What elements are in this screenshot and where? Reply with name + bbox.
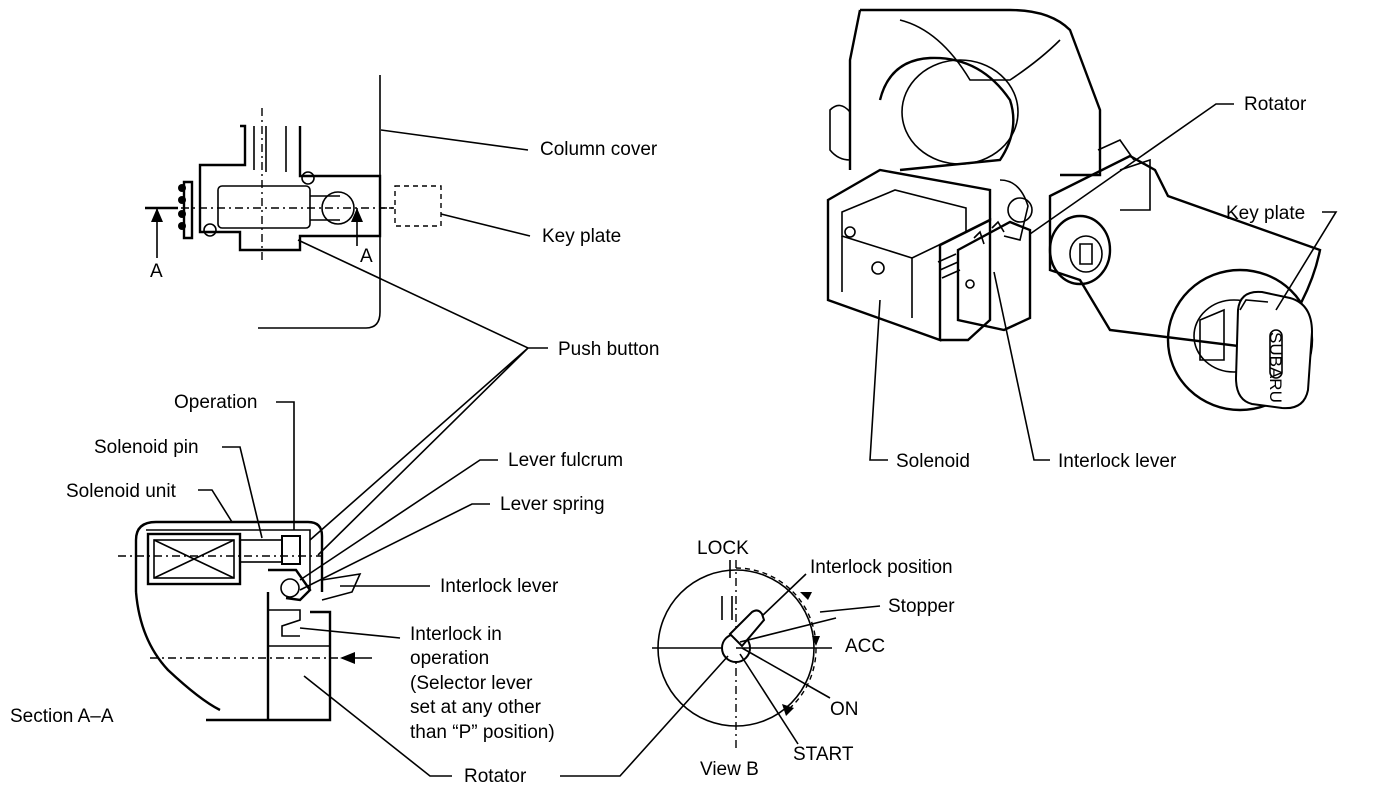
leader-rotator-iso <box>1029 103 1234 235</box>
label-stopper: Stopper <box>888 596 955 617</box>
label-interlock-lever-section: Interlock lever <box>440 576 559 597</box>
leader-lever-spring <box>299 503 490 591</box>
key-brand-text: SUBARU <box>1266 332 1285 403</box>
leader-interlock-position <box>761 573 807 617</box>
leader-key-plate <box>440 213 531 237</box>
label-solenoid-unit: Solenoid unit <box>66 481 177 502</box>
leader-solenoid-pin <box>222 446 263 539</box>
leader-push-button <box>297 239 548 556</box>
label-solenoid-iso: Solenoid <box>896 451 970 472</box>
label-key-plate-iso: Key plate <box>1226 203 1305 224</box>
label-solenoid-pin: Solenoid pin <box>94 437 199 458</box>
leader-operation <box>276 401 295 530</box>
section-a-a-drawing <box>118 520 372 722</box>
label-rotator-iso: Rotator <box>1244 94 1307 115</box>
label-lever-spring: Lever spring <box>500 494 605 515</box>
leader-rotator-view-b <box>560 655 729 777</box>
svg-text:(Selector lever: (Selector lever <box>410 673 533 694</box>
label-lock: LOCK <box>697 538 749 559</box>
label-key-plate-top: Key plate <box>542 226 621 247</box>
leader-interlock-lever-iso <box>993 271 1050 461</box>
label-view-b: View B <box>700 759 759 780</box>
label-acc: ACC <box>845 636 885 657</box>
svg-text:than “P” position): than “P” position) <box>410 722 555 743</box>
section-mark-a-left: A <box>150 261 163 282</box>
svg-text:Interlock in: Interlock in <box>410 624 502 645</box>
label-push-button: Push button <box>558 339 659 360</box>
label-section-a-a: Section A–A <box>10 706 114 727</box>
svg-text:set at any other: set at any other <box>410 697 542 718</box>
label-lever-fulcrum: Lever fulcrum <box>508 450 623 471</box>
leader-stopper <box>819 605 881 613</box>
leader-lever-fulcrum <box>299 459 498 581</box>
label-interlock-lever-iso: Interlock lever <box>1058 451 1177 472</box>
label-interlock-position: Interlock position <box>810 557 953 578</box>
leader-solenoid-iso <box>869 299 888 461</box>
section-mark-a-right: A <box>360 246 373 267</box>
leader-interlock-in-operation <box>299 627 401 639</box>
leader-key-plate-iso <box>1275 211 1338 311</box>
leader-column-cover <box>380 129 529 151</box>
label-interlock-in-operation: Interlock in operation (Selector lever s… <box>410 624 555 743</box>
top-view-drawing <box>145 75 442 329</box>
label-on: ON <box>830 699 859 720</box>
label-rotator-section: Rotator <box>464 766 527 787</box>
leader-rotator-section <box>303 675 452 777</box>
svg-text:operation: operation <box>410 648 489 669</box>
label-start: START <box>793 744 854 765</box>
iso-view-drawing <box>826 8 1322 412</box>
leader-solenoid-unit <box>198 489 233 523</box>
view-b-drawing <box>652 560 837 750</box>
label-column-cover: Column cover <box>540 139 658 160</box>
label-operation: Operation <box>174 392 257 413</box>
